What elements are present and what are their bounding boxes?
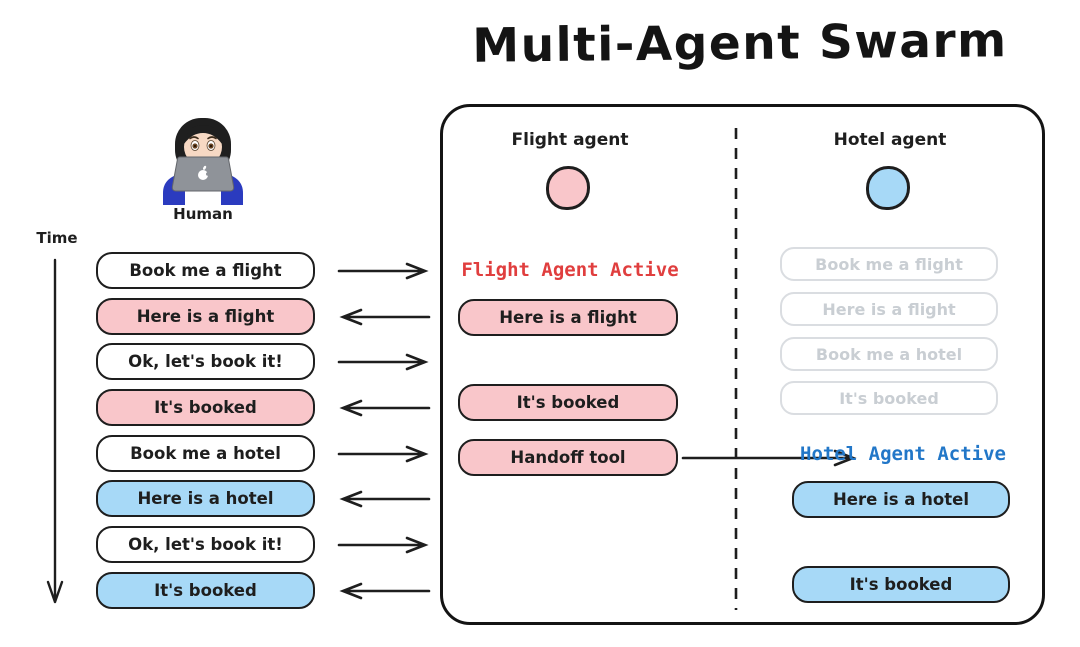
human-emoji — [161, 113, 245, 205]
human-message-box: Book me a hotel — [96, 435, 315, 472]
human-message-box: Ok, let's book it! — [96, 526, 315, 563]
arrow-left-icon — [339, 582, 431, 600]
hotel-message-box: It's booked — [792, 566, 1010, 603]
hotel-history-box: Book me a hotel — [780, 337, 998, 371]
handoff-arrow-icon — [681, 449, 857, 467]
flight-agent-label: Flight agent — [511, 130, 629, 150]
human-message-box: Book me a flight — [96, 252, 315, 289]
hotel-agent-status: Hotel Agent Active — [800, 443, 1006, 465]
human-label: Human — [173, 205, 233, 223]
human-message-box: Ok, let's book it! — [96, 343, 315, 380]
handoff-tool-box: Handoff tool — [458, 439, 678, 476]
arrow-left-icon — [339, 308, 431, 326]
human-message-box: Here is a hotel — [96, 480, 315, 517]
human-message-box: It's booked — [96, 572, 315, 609]
flight-message-box: Here is a flight — [458, 299, 678, 336]
human-message-box: Here is a flight — [96, 298, 315, 335]
arrow-right-icon — [337, 536, 429, 554]
time-label: Time — [36, 229, 78, 247]
human-message-box: It's booked — [96, 389, 315, 426]
time-axis-arrow-icon — [46, 258, 64, 604]
hotel-agent-circle — [866, 166, 910, 210]
arrow-right-icon — [337, 262, 429, 280]
flight-agent-circle — [546, 166, 590, 210]
flight-message-box: It's booked — [458, 384, 678, 421]
hotel-history-box: It's booked — [780, 381, 998, 415]
woman-technologist-icon — [163, 118, 243, 205]
arrow-left-icon — [339, 490, 431, 508]
hotel-agent-label: Hotel agent — [833, 130, 947, 150]
agent-divider-line — [734, 128, 738, 610]
arrow-right-icon — [337, 353, 429, 371]
arrow-left-icon — [339, 399, 431, 417]
arrow-right-icon — [337, 445, 429, 463]
diagram-title: Multi-Agent Swarm — [472, 13, 1008, 74]
hotel-message-box: Here is a hotel — [792, 481, 1010, 518]
flight-agent-status: Flight Agent Active — [461, 259, 679, 281]
hotel-history-box: Here is a flight — [780, 292, 998, 326]
hotel-history-box: Book me a flight — [780, 247, 998, 281]
